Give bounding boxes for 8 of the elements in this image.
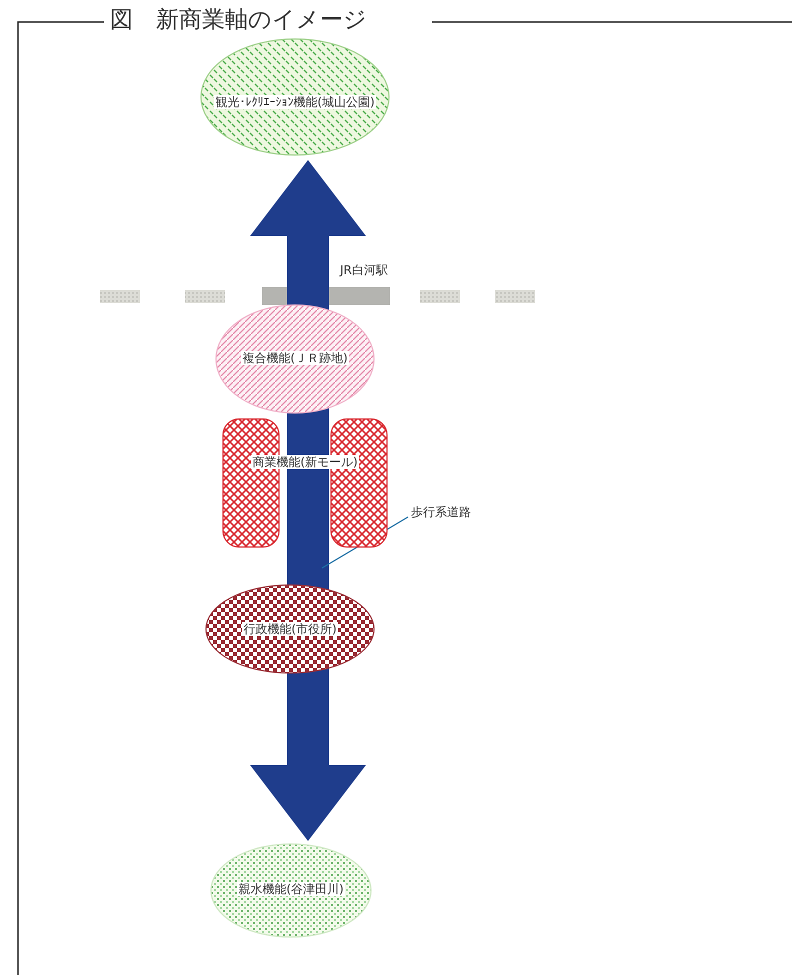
- title: 図 新商業軸のイメージ: [110, 6, 368, 35]
- function-label: 行政機能(市役所): [242, 622, 338, 636]
- callout-text: 歩行系道路: [410, 505, 472, 519]
- station-label: JR白河駅: [340, 262, 388, 279]
- function-label: 観光･ﾚｸﾘｴｰｼｮﾝ機能(城山公園): [214, 95, 376, 109]
- function-label: 複合機能(ＪＲ跡地): [241, 351, 349, 365]
- function-label: 親水機能(谷津田川): [237, 882, 345, 896]
- function-label: 商業機能(新モール): [251, 455, 359, 469]
